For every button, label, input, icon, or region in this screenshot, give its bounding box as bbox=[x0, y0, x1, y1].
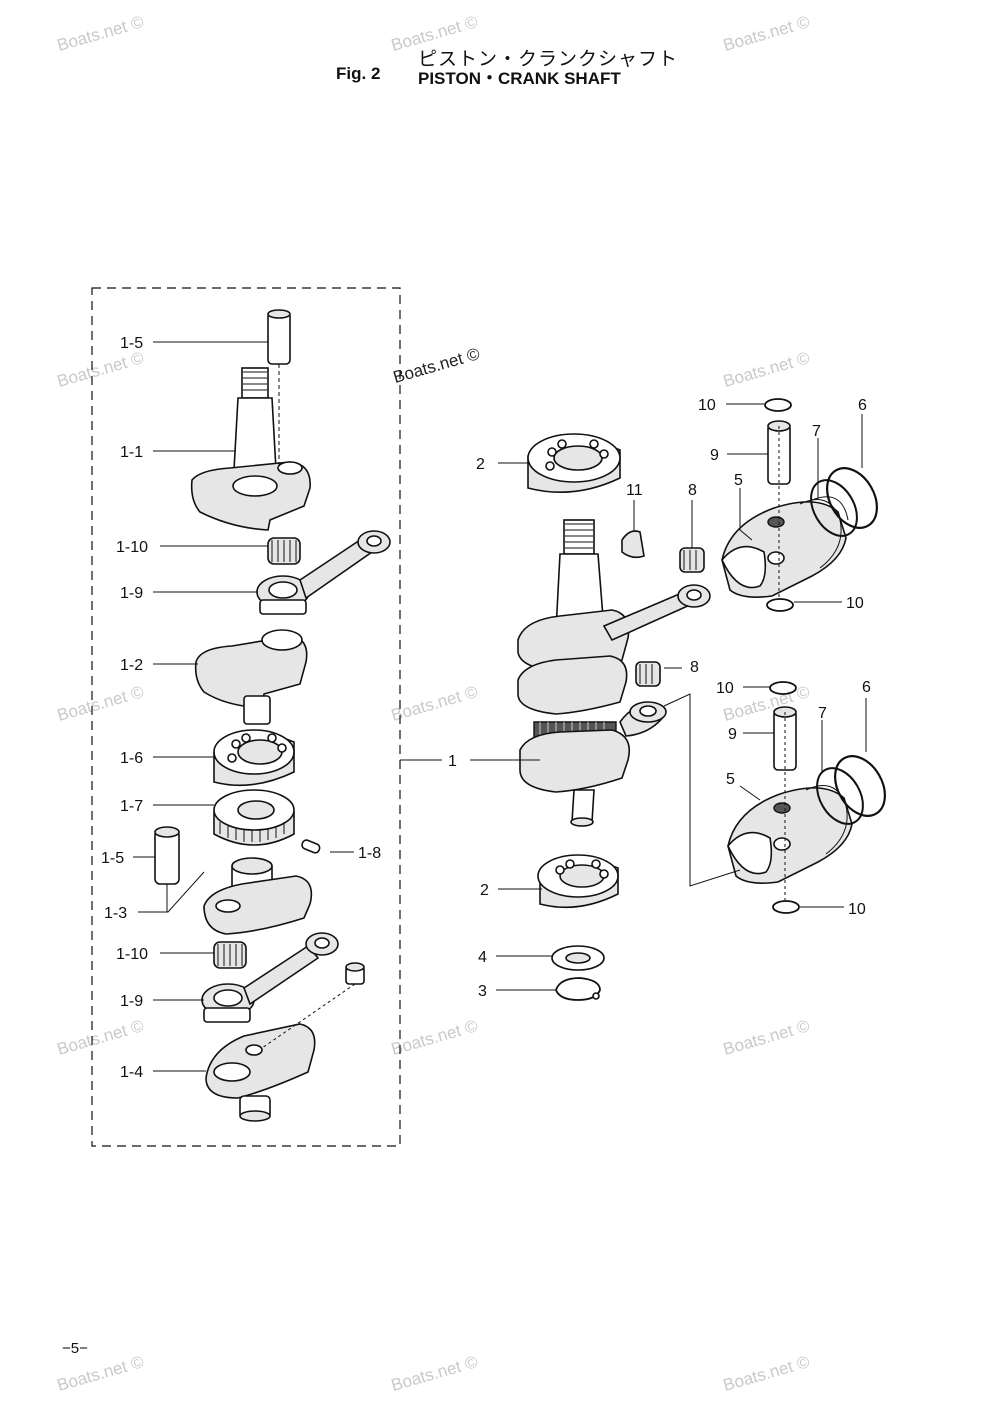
main-bearing-bottom bbox=[537, 854, 619, 909]
callout-1-2: 1-2 bbox=[120, 657, 143, 674]
connecting-rod-upper bbox=[256, 530, 391, 615]
woodruff-key bbox=[621, 530, 645, 559]
callout-10: 10 bbox=[848, 901, 866, 918]
crank-web-middle bbox=[194, 629, 308, 725]
callout-1-3: 1-3 bbox=[104, 905, 127, 922]
piston-needle-bearing-bottom bbox=[635, 661, 661, 687]
callout-1-10: 1-10 bbox=[116, 946, 148, 963]
piston-clip-bottom-upper bbox=[769, 681, 797, 695]
needle-bearing-lower bbox=[213, 941, 247, 969]
crankshaft-assembly bbox=[517, 519, 711, 827]
crank-pin-lower bbox=[154, 826, 180, 885]
callout-9: 9 bbox=[710, 447, 719, 464]
callout-2: 2 bbox=[480, 882, 489, 899]
callout-5: 5 bbox=[726, 771, 735, 788]
dowel-pin bbox=[301, 839, 321, 854]
callout-10: 10 bbox=[846, 595, 864, 612]
callout-7: 7 bbox=[818, 705, 827, 722]
connecting-rod-lower bbox=[201, 932, 339, 1023]
callout-1-5: 1-5 bbox=[101, 850, 124, 867]
thrust-washer bbox=[551, 945, 605, 971]
callout-1-1: 1-1 bbox=[120, 444, 143, 461]
subassembly-box bbox=[91, 287, 401, 1147]
piston-bottom bbox=[727, 785, 853, 884]
pin-cap bbox=[345, 962, 365, 985]
callout-8: 8 bbox=[690, 659, 699, 676]
crank-web-lower bbox=[203, 857, 313, 935]
callout-6: 6 bbox=[862, 679, 871, 696]
piston-ring-top bbox=[810, 467, 878, 537]
snap-ring bbox=[555, 977, 601, 1001]
page-number: −5− bbox=[62, 1340, 88, 1357]
piston-pin-bottom bbox=[773, 706, 797, 771]
callout-6: 6 bbox=[858, 397, 867, 414]
piston-clip-top-upper bbox=[764, 398, 792, 412]
callout-3: 3 bbox=[478, 983, 487, 1000]
main-bearing-top bbox=[527, 433, 621, 493]
crankshaft-lower-part bbox=[205, 1023, 316, 1122]
callout-1-10: 1-10 bbox=[116, 539, 148, 556]
callout-1-7: 1-7 bbox=[120, 798, 143, 815]
callout-1: 1 bbox=[448, 753, 457, 770]
piston-clip-top-lower bbox=[766, 598, 794, 612]
callout-1-9: 1-9 bbox=[120, 993, 143, 1010]
title-japanese: ピストン・クランクシャフト bbox=[418, 49, 679, 70]
piston-needle-bearing-top bbox=[679, 547, 705, 573]
piston-ring-bottom bbox=[816, 755, 886, 825]
callout-1-9: 1-9 bbox=[120, 585, 143, 602]
ring-gear bbox=[213, 789, 295, 846]
callout-10: 10 bbox=[716, 680, 734, 697]
callout-1-4: 1-4 bbox=[120, 1064, 143, 1081]
callout-1-6: 1-6 bbox=[120, 750, 143, 767]
callout-9: 9 bbox=[728, 726, 737, 743]
piston-clip-bottom-lower bbox=[772, 900, 800, 914]
page-title: PISTON・CRANK SHAFT bbox=[418, 69, 621, 88]
callout-2: 2 bbox=[476, 456, 485, 473]
callout-1-8: 1-8 bbox=[358, 845, 381, 862]
callout-10: 10 bbox=[698, 397, 716, 414]
callout-1-5: 1-5 bbox=[120, 335, 143, 352]
callout-8: 8 bbox=[688, 482, 697, 499]
callout-7: 7 bbox=[812, 423, 821, 440]
crankshaft-upper-part bbox=[190, 367, 311, 531]
ball-bearing-left bbox=[213, 729, 295, 787]
needle-bearing-upper bbox=[267, 537, 301, 565]
crank-pin-top bbox=[267, 309, 291, 365]
callout-5: 5 bbox=[734, 472, 743, 489]
piston-top bbox=[721, 496, 849, 598]
callout-11: 11 bbox=[626, 482, 643, 499]
figure-label: Fig. 2 bbox=[336, 64, 381, 83]
callout-4: 4 bbox=[478, 949, 487, 966]
